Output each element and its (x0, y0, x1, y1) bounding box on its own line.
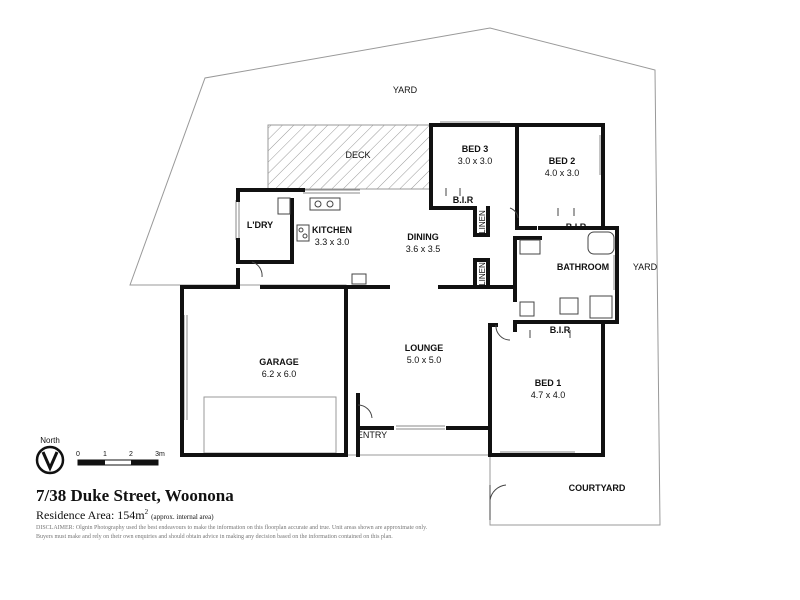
scale-tick-1: 1 (103, 451, 107, 458)
size-bed3: 3.0 x 3.0 (458, 156, 493, 166)
label-deck: DECK (345, 150, 370, 160)
label-kitchen: KITCHEN (312, 225, 352, 235)
label-bed1: BED 1 (535, 378, 562, 388)
label-linen-1: LINEN (478, 210, 487, 234)
size-bed2: 4.0 x 3.0 (545, 168, 580, 178)
label-yard-right: YARD (633, 262, 658, 272)
area-note: (approx. internal area) (151, 513, 214, 521)
scale-bar: 0 1 2 3m (76, 451, 165, 466)
residence-area: Residence Area: 154m2 (approx. internal … (36, 508, 214, 523)
north-compass: North (35, 436, 65, 475)
size-dining: 3.6 x 3.5 (406, 244, 441, 254)
garage-door (203, 396, 337, 454)
disclaimer: DISCLAIMER: Olgnin Photography used the … (36, 525, 428, 540)
label-garage: GARAGE (259, 357, 299, 367)
size-kitchen: 3.3 x 3.0 (315, 237, 350, 247)
label-bed3: BED 3 (462, 144, 489, 154)
area-sup: 2 (144, 508, 149, 516)
label-yard-top: YARD (393, 85, 418, 95)
label-lounge: LOUNGE (405, 343, 444, 353)
area-label: Residence Area: 154m (36, 508, 145, 522)
scale-tick-0: 0 (76, 451, 80, 458)
label-bir-bed1: B.I.R (550, 325, 571, 335)
size-bed1: 4.7 x 4.0 (531, 390, 566, 400)
label-entry: ENTRY (357, 430, 387, 440)
interior-details (251, 188, 615, 520)
scale-tick-3: 3m (155, 451, 165, 458)
site-boundary (129, 27, 661, 526)
label-dining: DINING (407, 232, 439, 242)
label-bed2: BED 2 (549, 156, 576, 166)
compass-label: North (40, 436, 60, 445)
label-bir-bed3: B.I.R (453, 195, 474, 205)
property-address: 7/38 Duke Street, Woonona (36, 486, 234, 505)
label-courtyard: COURTYARD (569, 483, 626, 493)
label-linen-2: LINEN (478, 262, 487, 286)
size-garage: 6.2 x 6.0 (262, 369, 297, 379)
north-arrow-icon (41, 451, 59, 472)
label-bathroom: BATHROOM (557, 262, 609, 272)
scale-tick-2: 2 (129, 451, 133, 458)
size-lounge: 5.0 x 5.0 (407, 355, 442, 365)
label-laundry: L'DRY (247, 220, 273, 230)
walls (180, 123, 619, 457)
label-bir-bed2: B.I.R (566, 222, 587, 232)
deck-area (267, 124, 432, 190)
